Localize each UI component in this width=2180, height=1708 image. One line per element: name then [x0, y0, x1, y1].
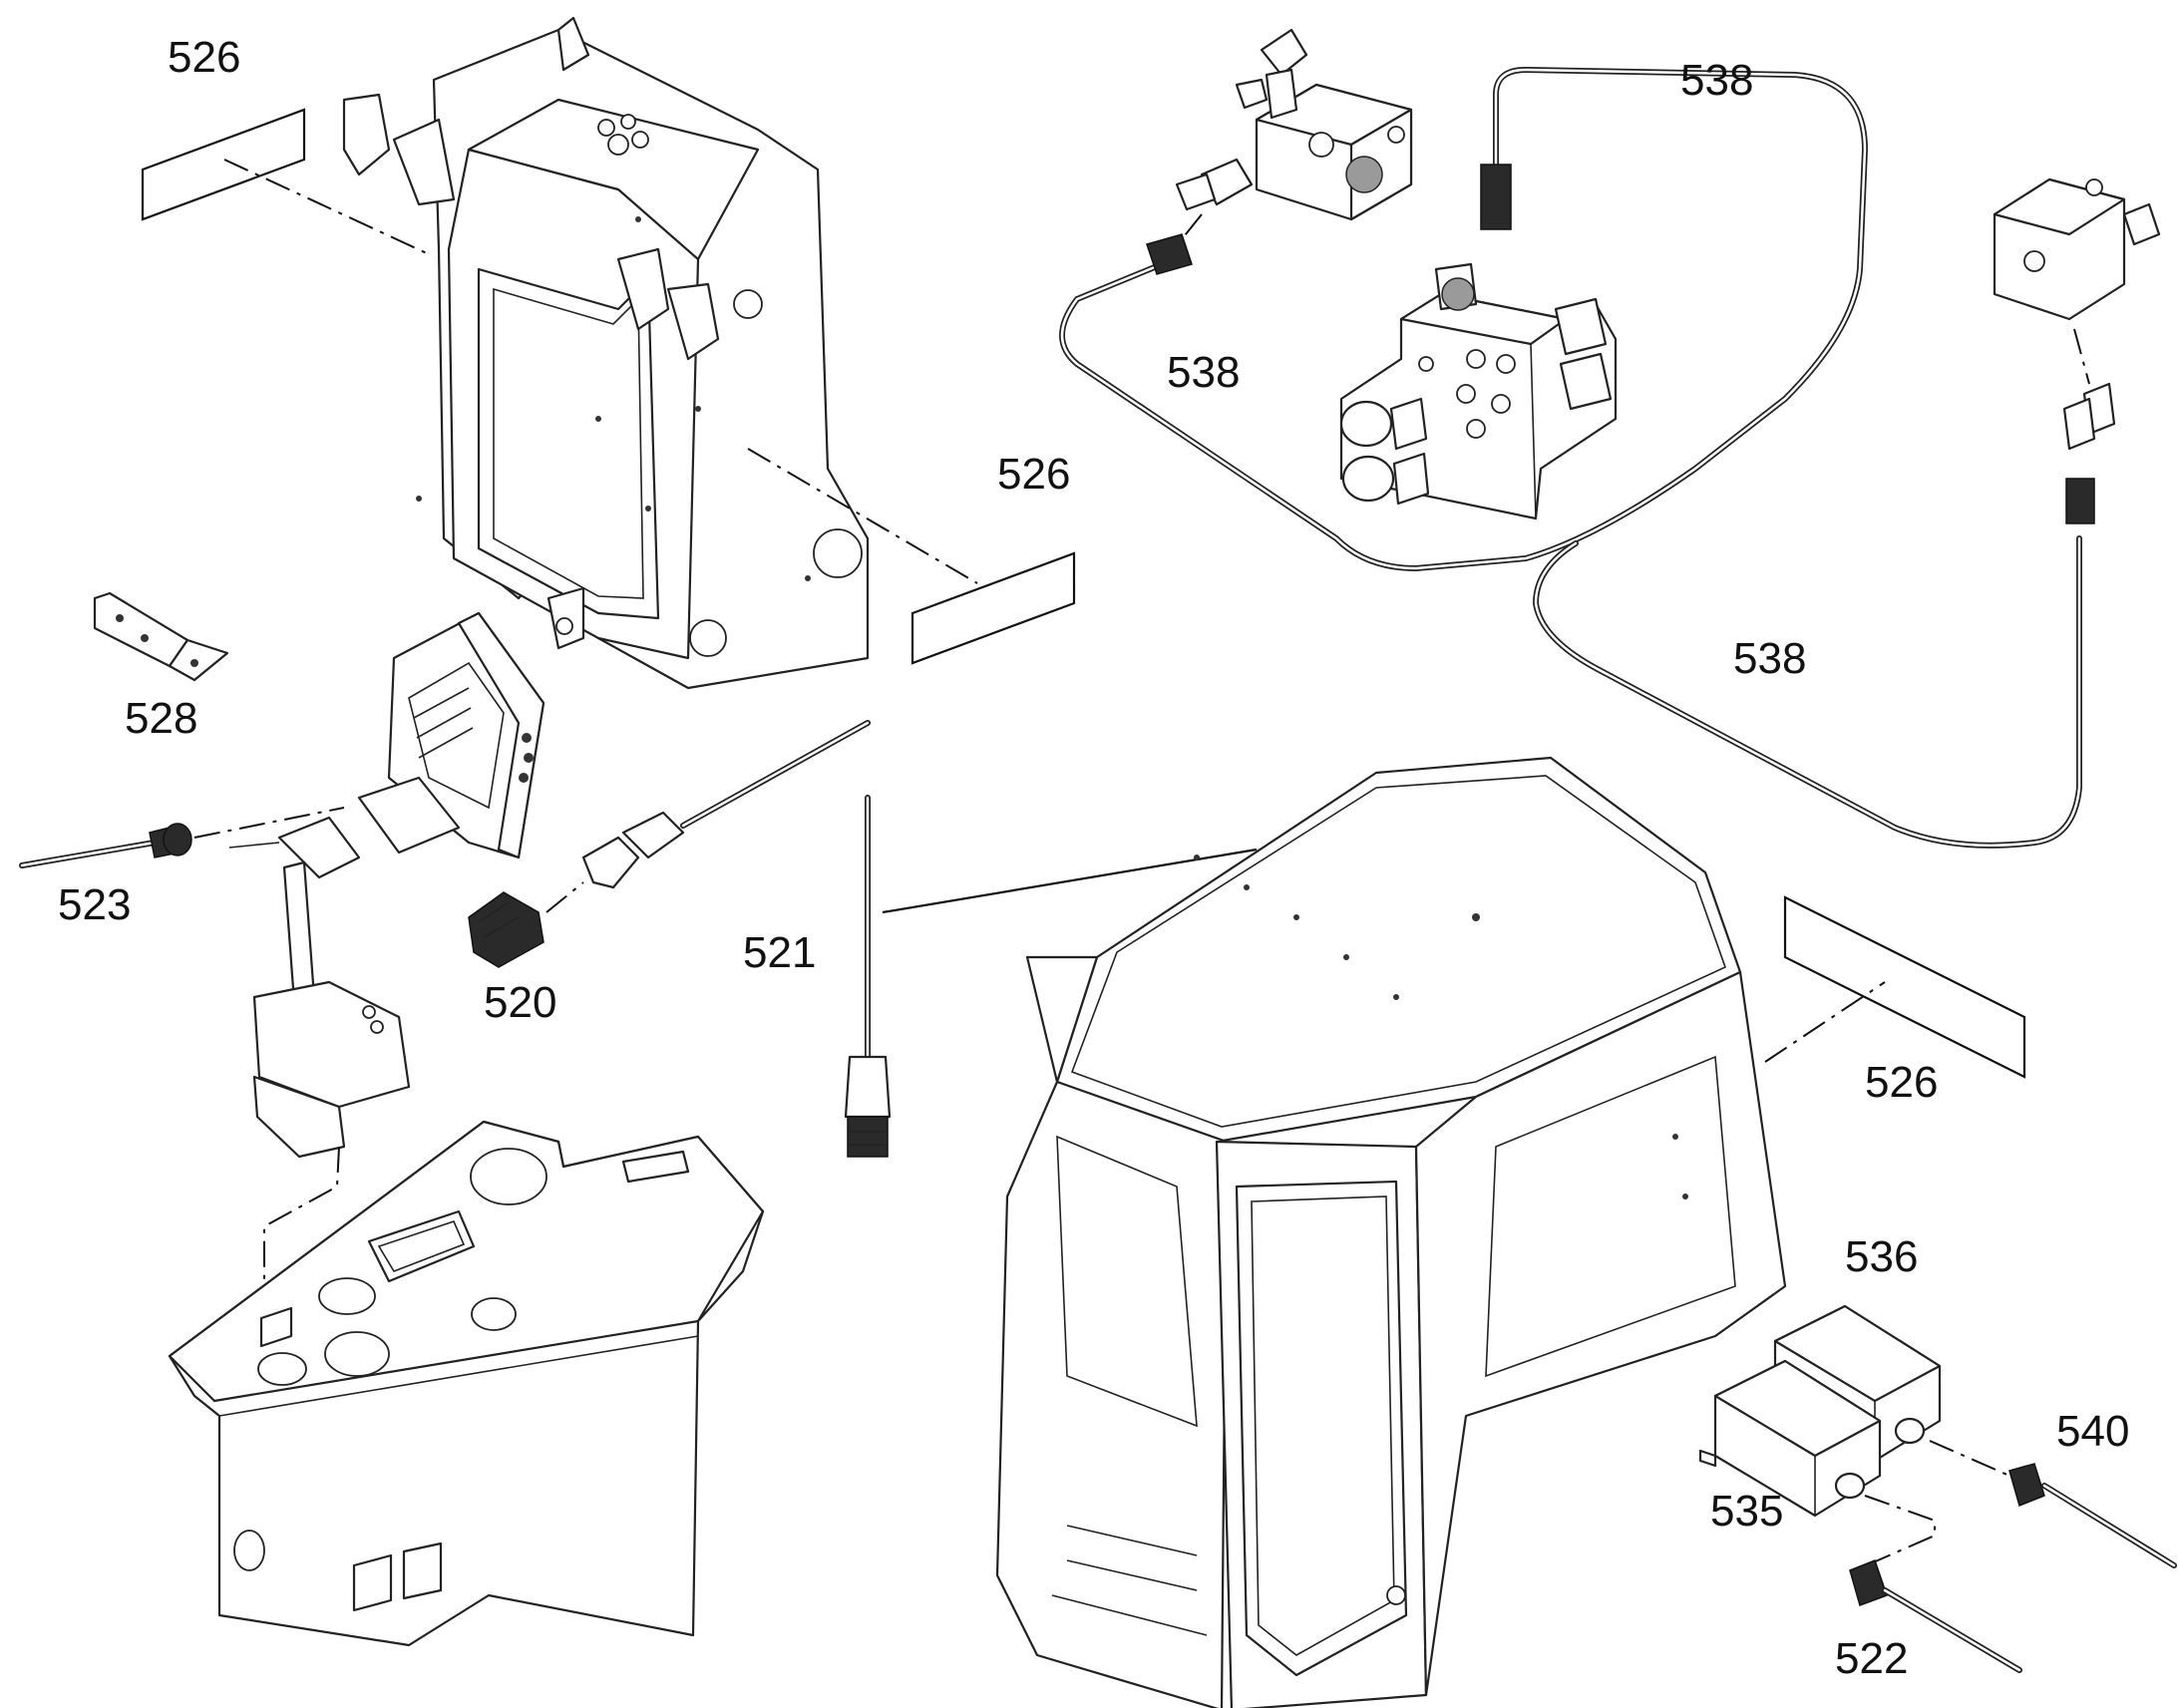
cable-harness-connector — [581, 720, 871, 889]
callout-522: 522 — [1835, 1634, 1908, 1683]
callout-540: 540 — [2056, 1407, 2129, 1456]
cable-523 — [19, 823, 192, 868]
leader-523 — [193, 807, 345, 839]
pressure-valve-block-right — [1993, 177, 2161, 451]
label-plate-526-top — [141, 108, 306, 221]
console-frame-assembly — [342, 16, 870, 690]
callout-526-top: 526 — [168, 33, 240, 82]
callout-523: 523 — [58, 880, 131, 929]
leader-522 — [1854, 1495, 1936, 1571]
leader-right-valve — [2073, 328, 2090, 385]
leader-540 — [1929, 1440, 2010, 1477]
module-535 — [1698, 1359, 1882, 1518]
leader-mount-console — [263, 1146, 340, 1326]
antenna-cable-521 — [844, 795, 892, 1158]
callout-536: 536 — [1845, 1232, 1918, 1281]
callout-538-mid: 538 — [1167, 348, 1240, 397]
callout-526-mid: 526 — [997, 450, 1070, 499]
callout-526-right: 526 — [1865, 1058, 1938, 1107]
callout-535: 535 — [1710, 1487, 1783, 1536]
cable-540 — [2008, 1463, 2177, 1568]
leader-526-right — [1764, 981, 1886, 1063]
leader-526-top — [223, 159, 430, 255]
leader-520 — [545, 881, 584, 913]
callout-538-top: 538 — [1680, 56, 1753, 105]
leader-valve-sensor — [1181, 213, 1203, 240]
side-console-panel — [168, 1120, 765, 1647]
label-plate-526-mid — [910, 551, 1076, 665]
leader-521 — [882, 848, 1258, 914]
label-plate-526-right — [1783, 895, 2026, 1079]
callout-538-right: 538 — [1733, 634, 1806, 683]
callout-528: 528 — [125, 694, 197, 743]
operator-cab — [995, 756, 1787, 1708]
monitor-mount-arm — [228, 816, 411, 1159]
valve-manifold — [1339, 262, 1618, 520]
callout-520: 520 — [484, 978, 556, 1027]
angle-bracket-528 — [93, 591, 229, 682]
connector-520 — [468, 891, 545, 968]
cable-harness-538 — [1059, 67, 2095, 849]
callout-521: 521 — [743, 928, 816, 977]
pressure-switch-block — [1175, 28, 1413, 221]
monitor-display — [357, 611, 545, 859]
cable-522 — [1849, 1559, 2022, 1673]
